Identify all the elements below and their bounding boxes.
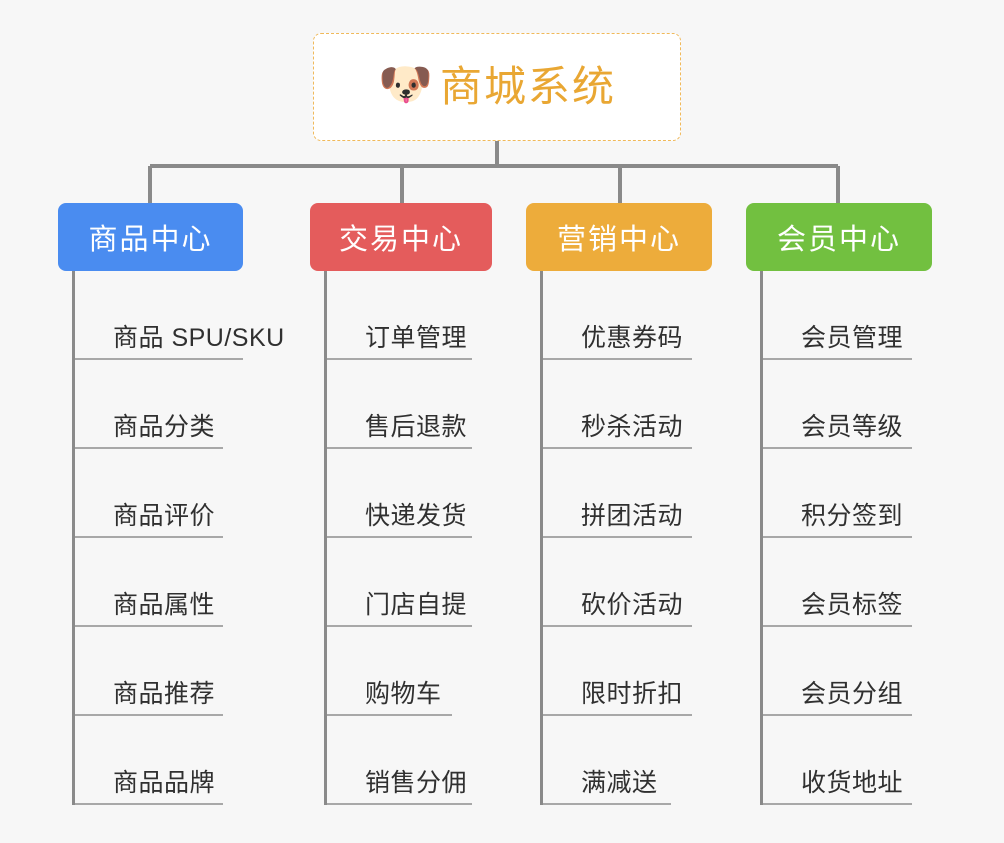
leaf-item[interactable]: 限时折扣 [543,627,692,716]
leaf-label: 会员等级 [801,412,904,441]
leaf-label: 满减送 [581,768,658,797]
leaf-label: 会员标签 [801,590,904,619]
leaf-label: 会员分组 [801,679,904,708]
leaf-label: 积分签到 [801,501,904,530]
leaf-label: 商品 SPU/SKU [113,323,285,352]
leaf-item[interactable]: 会员等级 [763,360,912,449]
category-column-member-center: 会员中心 会员管理 会员等级 积分签到 会员标签 会员分组 [746,203,932,805]
leaf-label: 门店自提 [365,590,468,619]
leaf-item[interactable]: 订单管理 [327,271,473,360]
leaf-label: 快递发货 [365,501,468,530]
leaf-label: 优惠券码 [581,323,684,352]
leaf-item[interactable]: 优惠券码 [543,271,692,360]
leaf-item[interactable]: 商品推荐 [75,627,223,716]
category-label: 营销中心 [556,224,681,256]
category-column-trade-center: 交易中心 订单管理 售后退款 快递发货 门店自提 购物车 [310,203,492,805]
leaf-list-trade-center: 订单管理 售后退款 快递发货 门店自提 购物车 销售分佣 [324,271,492,805]
leaf-label: 秒杀活动 [581,412,684,441]
leaf-label: 销售分佣 [365,768,468,797]
leaf-label: 收货地址 [801,768,904,797]
leaf-list-product-center: 商品 SPU/SKU 商品分类 商品评价 商品属性 商品推荐 商品品牌 [72,271,284,805]
leaf-label: 商品评价 [113,501,216,530]
leaf-list-member-center: 会员管理 会员等级 积分签到 会员标签 会员分组 收货地址 [760,271,932,805]
category-header-marketing-center[interactable]: 营销中心 [526,203,712,271]
leaf-label: 拼团活动 [581,501,684,530]
category-label: 会员中心 [776,224,901,256]
leaf-label: 订单管理 [365,323,468,352]
root-title: 商城系统 [439,63,616,110]
leaf-item[interactable]: 秒杀活动 [543,360,692,449]
leaf-item[interactable]: 商品品牌 [75,716,223,805]
leaf-label: 商品属性 [113,590,216,619]
category-header-product-center[interactable]: 商品中心 [58,203,243,271]
leaf-item[interactable]: 售后退款 [327,360,473,449]
leaf-item[interactable]: 砍价活动 [543,538,692,627]
leaf-label: 商品推荐 [113,679,216,708]
leaf-list-marketing-center: 优惠券码 秒杀活动 拼团活动 砍价活动 限时折扣 满减送 [540,271,712,805]
leaf-item[interactable]: 满减送 [543,716,672,805]
category-header-member-center[interactable]: 会员中心 [746,203,932,271]
leaf-item[interactable]: 门店自提 [327,538,473,627]
leaf-item[interactable]: 销售分佣 [327,716,473,805]
category-column-marketing-center: 营销中心 优惠券码 秒杀活动 拼团活动 砍价活动 限时折扣 [526,203,712,805]
leaf-label: 商品分类 [113,412,216,441]
leaf-item[interactable]: 积分签到 [763,449,912,538]
leaf-item[interactable]: 会员管理 [763,271,912,360]
category-columns: 商品中心 商品 SPU/SKU 商品分类 商品评价 商品属性 商品推荐 [0,203,1004,843]
category-header-trade-center[interactable]: 交易中心 [310,203,492,271]
leaf-item[interactable]: 收货地址 [763,716,912,805]
leaf-item[interactable]: 会员标签 [763,538,912,627]
leaf-label: 商品品牌 [113,768,216,797]
leaf-item[interactable]: 拼团活动 [543,449,692,538]
leaf-item[interactable]: 商品 SPU/SKU [75,271,284,360]
leaf-item[interactable]: 会员分组 [763,627,912,716]
root-node[interactable]: 🐶 商城系统 [313,33,681,141]
leaf-item[interactable]: 商品评价 [75,449,223,538]
leaf-label: 限时折扣 [581,679,684,708]
leaf-item[interactable]: 商品分类 [75,360,223,449]
leaf-label: 会员管理 [801,323,904,352]
leaf-item[interactable]: 快递发货 [327,449,473,538]
leaf-label: 售后退款 [365,412,468,441]
leaf-item[interactable]: 商品属性 [75,538,223,627]
category-label: 商品中心 [88,224,213,256]
leaf-label: 购物车 [365,679,442,708]
leaf-label: 砍价活动 [581,590,684,619]
category-label: 交易中心 [338,224,463,256]
leaf-item[interactable]: 购物车 [327,627,453,716]
category-column-product-center: 商品中心 商品 SPU/SKU 商品分类 商品评价 商品属性 商品推荐 [58,203,284,805]
shiba-dog-face-icon: 🐶 [377,60,433,109]
